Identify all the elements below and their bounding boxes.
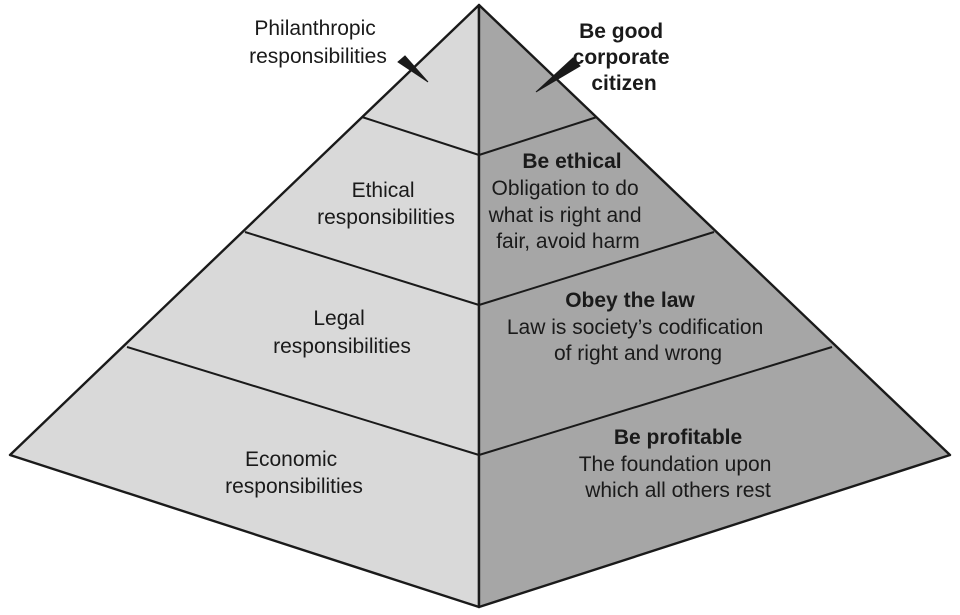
- ethical-desc-line-2: what is right and: [488, 204, 642, 227]
- economic-desc-line-2: which all others rest: [584, 479, 771, 502]
- right-band-line-1: [478, 116, 598, 156]
- ethical-desc-line-3: fair, avoid harm: [496, 230, 640, 253]
- philanthropic-pointer: [397, 55, 429, 83]
- philanthropic-label: Philanthropic responsibilities: [249, 17, 387, 68]
- economic-desc-line-1: The foundation upon: [579, 453, 772, 476]
- legal-label-line-1: Legal: [313, 307, 364, 330]
- citizen-title-line-2: corporate: [573, 46, 670, 69]
- left-band-line-2: [244, 231, 480, 306]
- economic-title-line-1: Be profitable: [614, 426, 742, 449]
- citizen-pointer: [535, 57, 581, 93]
- left-band-line-1: [361, 116, 480, 156]
- ethical-label-line-1: Ethical: [352, 179, 415, 202]
- legal-title: Obey the law: [565, 289, 695, 312]
- economic-label-line-1: Economic: [245, 448, 337, 471]
- left-band-line-3: [126, 346, 480, 456]
- ethical-title: Be ethical: [522, 150, 621, 173]
- philanthropic-label-line-1: Philanthropic: [254, 17, 375, 40]
- legal-label: Legal responsibilities: [273, 307, 411, 358]
- legal-desc-line-2: of right and wrong: [554, 342, 722, 365]
- ethical-desc: Obligation to do what is right and fair,…: [488, 177, 648, 253]
- economic-title: Be profitable: [614, 426, 742, 449]
- philanthropic-label-line-2: responsibilities: [249, 45, 387, 68]
- right-face: [477, 3, 952, 609]
- legal-title-line-1: Obey the law: [565, 289, 695, 312]
- ethical-title-line-1: Be ethical: [522, 150, 621, 173]
- ethical-label: Ethical responsibilities: [317, 179, 455, 229]
- legal-desc-line-1: Law is society’s codification: [507, 316, 763, 339]
- right-band-line-2: [478, 231, 715, 306]
- citizen-title-line-3: citizen: [591, 72, 656, 95]
- left-face: [8, 3, 481, 609]
- citizen-title-line-1: Be good: [579, 20, 663, 43]
- citizen-title: Be good corporate citizen: [573, 20, 676, 95]
- economic-label: Economic responsibilities: [225, 448, 363, 498]
- ethical-desc-line-1: Obligation to do: [492, 177, 639, 200]
- economic-desc: The foundation upon which all others res…: [579, 453, 778, 502]
- economic-label-line-2: responsibilities: [225, 475, 363, 498]
- legal-label-line-2: responsibilities: [273, 335, 411, 358]
- legal-desc: Law is society’s codification of right a…: [507, 316, 769, 365]
- right-band-line-3: [478, 346, 833, 456]
- ethical-label-line-2: responsibilities: [317, 206, 455, 229]
